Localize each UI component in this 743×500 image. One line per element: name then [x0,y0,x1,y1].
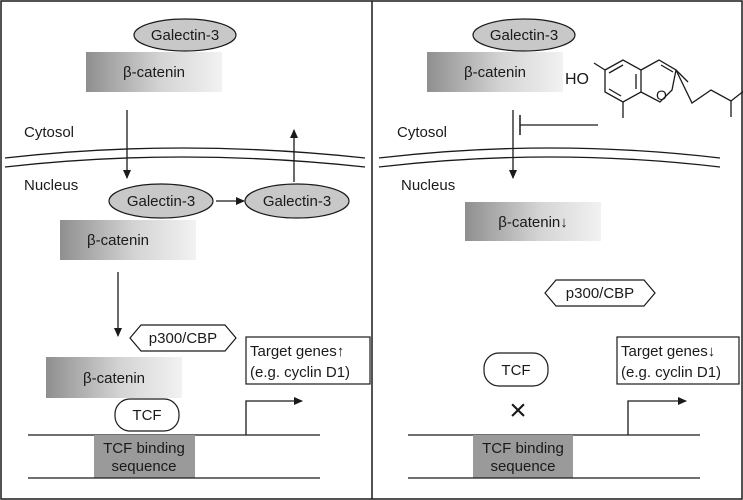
nuclear-membrane-inner [378,156,721,168]
inhibitor-o-label: O [656,87,667,103]
cytosol-label: Cytosol [397,124,447,141]
pyran-ring [640,59,677,103]
galectin-3-label: Galectin-3 [127,193,195,210]
tcf-binding-label: TCF binding [103,440,185,457]
inhibitor-structure [593,59,743,118]
tcf-binding-label-2: sequence [490,458,555,475]
beta-catenin-label: β-catenin [87,232,149,249]
beta-catenin-box [46,357,182,398]
tcf-node [483,352,549,387]
aromatic-bond [608,64,624,74]
target-genes-label: Target genes↑ [250,343,344,360]
beta-catenin-label: β-catenin [83,370,145,387]
target-genes-box [616,336,740,385]
nuclear-membrane-outer [4,147,366,159]
transcription-start-arrow [627,397,687,435]
p300-cbp-hexagon [129,324,237,352]
beta-catenin-box [86,52,222,92]
target-genes-example: (e.g. cyclin D1) [621,364,721,381]
beta-catenin-box [60,220,196,260]
beta-catenin-label: β-catenin [464,64,526,81]
alkene-bond [660,64,674,73]
hydroxyl-bond [593,62,606,71]
target-genes-label: Target genes↓ [621,343,715,360]
cytosol-label: Cytosol [24,124,74,141]
p300-cbp-label: p300/CBP [566,285,634,302]
inhibitor-ho-label: HO [565,71,589,88]
tcf-label: TCF [132,407,161,424]
galectin-3-ellipse [472,18,576,52]
galectin-3-ellipse [133,18,237,52]
tcf-binding-sequence-box [94,435,195,478]
nuclear-membrane-inner [4,156,366,168]
galectin-3-ellipse [108,183,214,219]
beta-catenin-label: β-catenin↓ [498,214,568,231]
p300-cbp-hexagon [544,279,656,307]
methyl-bond [675,69,689,83]
galectin-3-ellipse [244,183,350,219]
beta-catenin-box [465,202,601,241]
target-genes-box [245,336,371,385]
tcf-label: TCF [501,362,530,379]
aromatic-bond [608,88,622,97]
tcf-binding-sequence-box [473,435,573,478]
right-panel: Galectin-3 β-catenin HO O [378,18,743,479]
target-genes-example: (e.g. cyclin D1) [250,364,350,381]
tcf-binding-label-2: sequence [111,458,176,475]
galectin-3-label: Galectin-3 [263,193,331,210]
transcription-start-arrow [245,397,303,435]
p300-cbp-label: p300/CBP [149,330,217,347]
tcf-node [114,398,180,432]
beta-catenin-box [427,52,563,92]
nucleus-label: Nucleus [24,177,78,194]
nucleus-label: Nucleus [401,177,455,194]
galectin-3-label: Galectin-3 [151,27,219,44]
blocked-mark: × [509,394,527,427]
tcf-binding-label: TCF binding [482,440,564,457]
prenyl-chain [675,69,743,104]
nuclear-membrane-outer [378,147,721,159]
left-panel: Galectin-3 β-catenin Cytosol Nucleus Gal… [4,18,371,479]
galectin-3-label: Galectin-3 [490,27,558,44]
beta-catenin-label: β-catenin [123,64,185,81]
